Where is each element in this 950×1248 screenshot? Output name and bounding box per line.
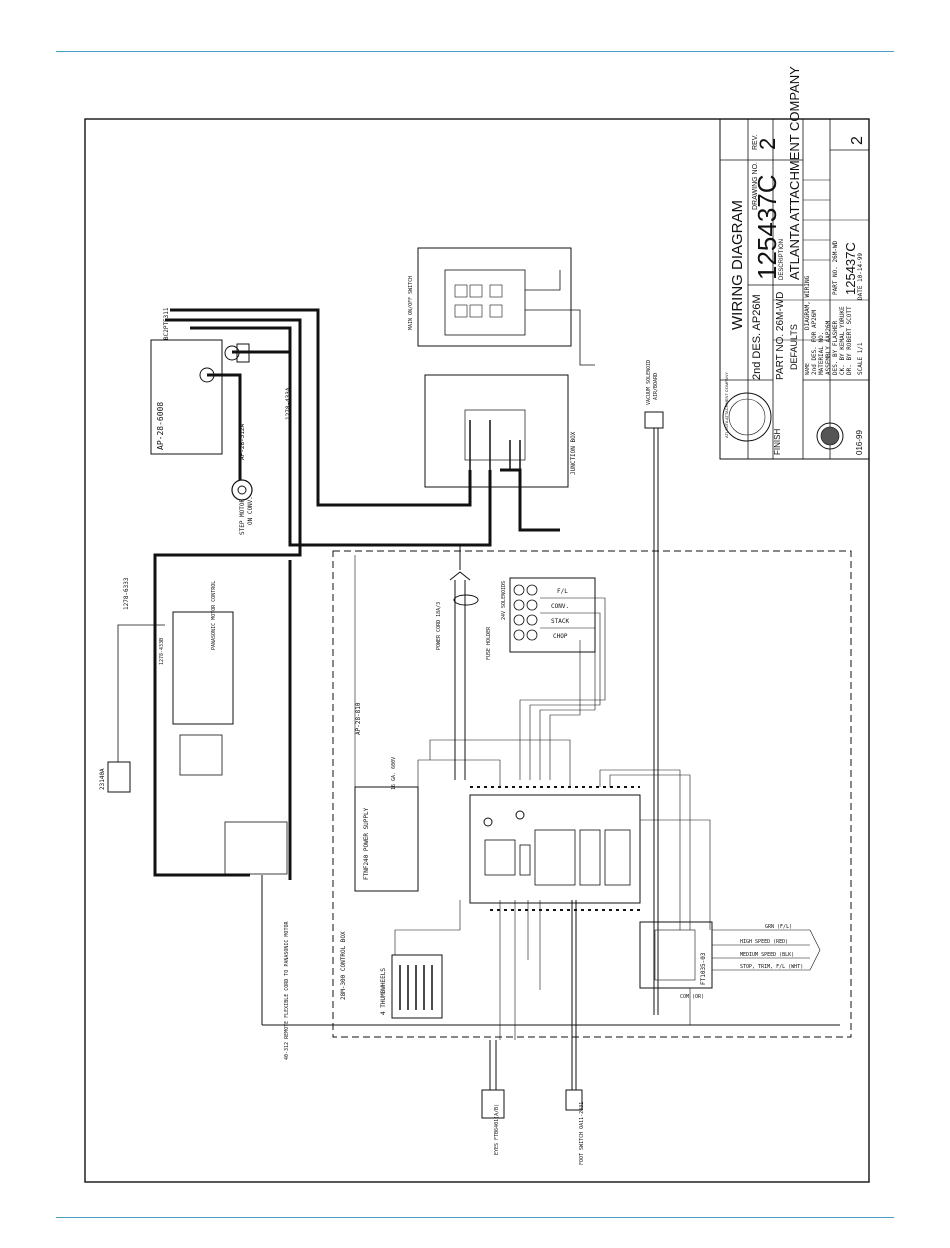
eyes-sensor: EYES FTB6401(A/B) <box>481 1040 505 1155</box>
assembly: ASSEMBLY AAP26M <box>825 320 832 375</box>
solenoid-bank: F/L CONV. STACK CHOP 24V SOLENOIDS <box>501 577 606 780</box>
company-seal <box>722 392 772 442</box>
thumbwheels-label: 4 THUMBWHEELS <box>380 968 387 1015</box>
desc-by: DES. BY FLASHER <box>832 320 839 375</box>
material: MATERIAL NO. <box>818 332 825 375</box>
cable-433b-label: 1278-433B <box>159 638 165 665</box>
ap28-512a-label: AP-28-512A <box>239 423 246 460</box>
control-board <box>469 786 641 911</box>
ft1035-board: FT1035-03 GRN (F/L) HIGH SPEED (RED) MED… <box>639 921 810 1000</box>
page-code: 016-99 <box>855 430 864 455</box>
fuse-holder-label: FUSE HOLDER <box>486 626 492 660</box>
vacuum-solenoid: VACUUM SOLENOID AIR/BOARD <box>644 360 664 1015</box>
power-cord-label: POWER CORD 18A/3 <box>436 602 442 650</box>
thick-cables <box>153 308 560 880</box>
junction-box-label: JUNCTION BOX <box>570 431 577 475</box>
part-23140a-box <box>107 761 131 793</box>
solenoid-conv: CONV. <box>551 603 569 610</box>
main-switch-label: MAIN ON/OFF SWITCH <box>408 276 414 330</box>
top-rule <box>56 51 894 52</box>
bc2pt5311-label: BC2PT5311 <box>163 307 170 340</box>
ft1035-label: FT1035-03 <box>700 952 707 985</box>
eyes-label: EYES FTB6401(A/B) <box>494 1104 500 1155</box>
solenoid-fl: F/L <box>557 588 568 595</box>
power-supply-label: FTNF240 POWER SUPPLY <box>363 807 370 880</box>
remote-cord-label: 40-312 REMOTE FLEXIBLE CORD TO PANASONIC… <box>284 921 290 1060</box>
ck-by: CK. BY KEMAL YORUKE <box>839 306 846 375</box>
foot-switch: FOOT SWITCH OA11-2031 <box>565 900 585 1165</box>
cable-6333-label: 1278-6333 <box>123 577 130 610</box>
air-board-label: AIR/BOARD <box>653 373 659 400</box>
medium-speed-label: MEDIUM SPEED (BLK) <box>740 952 794 958</box>
thumbwheels: 4 THUMBWHEELS <box>380 900 461 1019</box>
foot-switch-label: FOOT SWITCH OA11-2031 <box>579 1102 585 1165</box>
title-block: WIRING DIAGRAM DRAWING NO. 125437C REV. … <box>719 66 870 460</box>
solenoid-chop: CHOP <box>553 633 568 640</box>
rev-label: REV. <box>752 134 759 150</box>
stop-label: STOP, TRIM, F/L (WHT) <box>740 964 803 970</box>
part-no-small: PART NO. 26M-WD <box>832 240 839 295</box>
control-box-label: 28M-300 CONTROL BOX <box>340 931 347 1000</box>
solenoid-stack: STACK <box>551 618 569 625</box>
scale: SCALE 1/1 <box>857 342 864 375</box>
power-cord: POWER CORD 18A/3 FUSE HOLDER <box>436 545 492 780</box>
step-motor <box>231 479 253 501</box>
control-box-outline <box>332 550 852 1038</box>
vacuum-solenoid-label: VACUUM SOLENOID <box>646 360 652 405</box>
high-speed-label: HIGH SPEED (RED) <box>740 939 788 945</box>
internal-wiring <box>354 555 821 1040</box>
panasonic-control: PANASONIC MOTOR CONTROL 1278-6333 1278-4… <box>99 577 362 875</box>
part-23140a-label: 23140A <box>99 768 106 790</box>
part-no: PART NO. 26M-WD <box>775 292 786 380</box>
step-motor-label: STEP MOTOR <box>239 498 246 535</box>
solenoids-label: 24V SOLENOIDS <box>501 581 507 620</box>
used-on: 2nd DES. FOR AP26M <box>811 310 818 375</box>
power-supply: FTNF240 POWER SUPPLY 16 GA. 600V <box>354 757 419 892</box>
second-des: 2nd DES. AP26M <box>751 294 763 380</box>
main-switch-box: MAIN ON/OFF SWITCH <box>408 247 595 366</box>
on-conv-label: ON CONV. <box>247 496 254 525</box>
name-label: NAME <box>805 363 811 375</box>
company-name: ATLANTA ATTACHMENT COMPANY <box>787 66 802 280</box>
drawing-no: 125437C <box>752 174 782 280</box>
title-text: WIRING DIAGRAM <box>729 200 746 330</box>
finish-label: FINISH <box>773 429 782 455</box>
description-label: DESCRIPTION <box>779 239 785 280</box>
junction-box: JUNCTION BOX <box>424 374 577 488</box>
wire-16ga-label: 16 GA. 600V <box>391 757 397 790</box>
rev-small: 2 <box>849 136 866 145</box>
ap28-6008-label: AP-28-6008 <box>156 402 165 450</box>
panasonic-label: PANASONIC MOTOR CONTROL <box>211 581 217 650</box>
bottom-rule <box>56 1217 894 1218</box>
dr-by: DR. BY ROBERT SCOTT <box>846 306 853 375</box>
seal-text: ATLANTA ATTACHMENT COMPANY <box>724 372 729 438</box>
grn-label: GRN (F/L) <box>765 924 792 930</box>
drawing-no-small: 125437C <box>843 242 858 295</box>
finish-value: DEFAULTS <box>789 324 799 370</box>
rev-value: 2 <box>755 138 780 150</box>
com-label: COM (OR) <box>680 994 704 1000</box>
date: DATE 10-14-99 <box>857 253 864 300</box>
ap28-810-label: AP-28-810 <box>355 702 362 735</box>
ap28-6008-module: AP-28-6008 BC2PT5311 STEP MOTOR ON CONV.… <box>150 307 292 535</box>
name-value: DIAGRAM, WIRING <box>804 275 811 330</box>
drawing-no-label: DRAWING NO. <box>752 162 759 210</box>
drawing-frame <box>84 118 870 1183</box>
approval-seal <box>816 422 844 450</box>
